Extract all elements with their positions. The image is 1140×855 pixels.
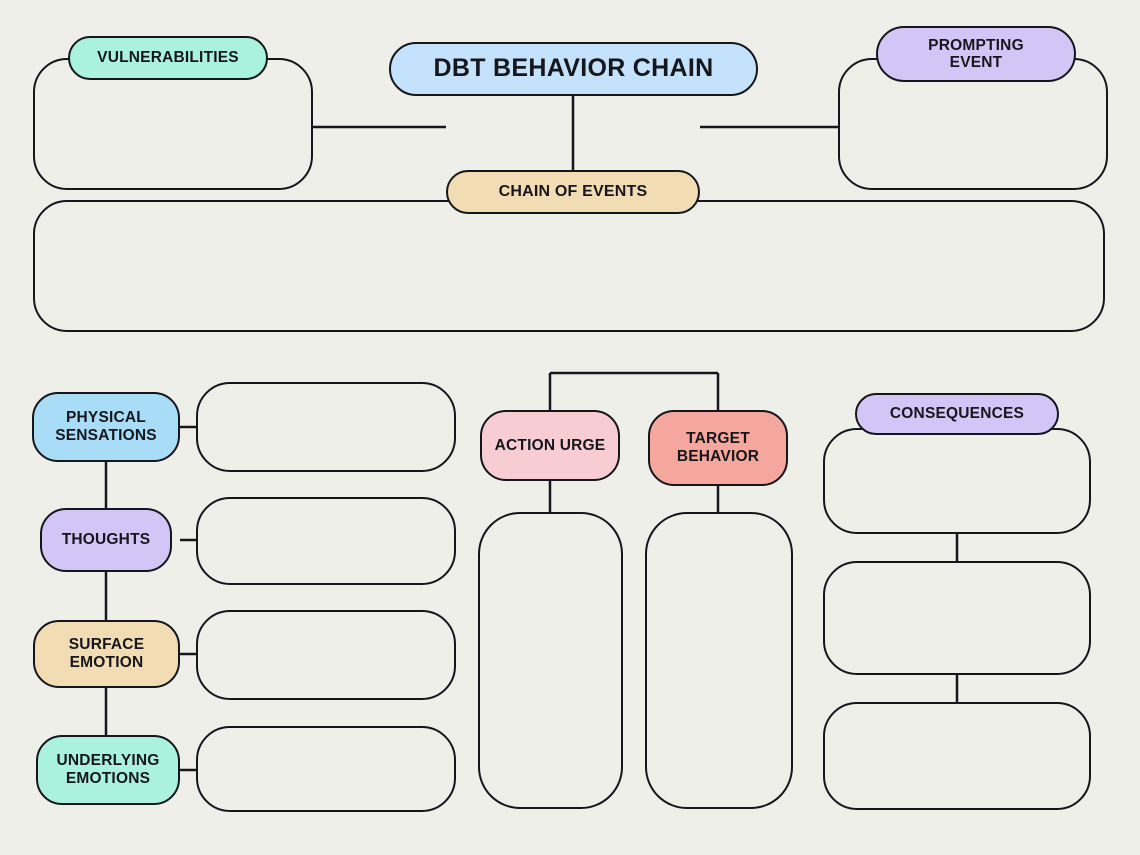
chip-physical-sensations-line2: SENSATIONS [55,427,157,444]
surface-emotion-content-box[interactable] [196,610,456,700]
page-title: DBT BEHAVIOR CHAIN [389,42,758,96]
underlying-emotions-content-box[interactable] [196,726,456,812]
consequences-content-box-3[interactable] [823,702,1091,810]
chip-target-behavior[interactable]: TARGET BEHAVIOR [648,410,788,486]
chain-of-events-box[interactable] [33,200,1105,332]
chip-physical-sensations[interactable]: PHYSICAL SENSATIONS [32,392,180,462]
prompting-event-label-line2: EVENT [949,54,1003,71]
thoughts-content-box[interactable] [196,497,456,585]
chip-surface-emotion-line2: EMOTION [69,654,144,671]
page-title-text: DBT BEHAVIOR CHAIN [433,54,714,83]
prompting-event-label: PROMPTING EVENT [876,26,1076,82]
chip-underlying-emotions-line1: UNDERLYING [56,752,160,770]
chip-target-behavior-line1: TARGET [686,430,750,448]
prompting-event-label-line1: PROMPTING [928,36,1024,54]
chip-thoughts-line1: THOUGHTS [61,531,151,549]
chip-underlying-emotions-line2: EMOTIONS [65,770,151,787]
chip-physical-sensations-line1: PHYSICAL [66,409,146,427]
target-behavior-content-box[interactable] [645,512,793,809]
chip-action-urge-line1: ACTION URGE [494,436,606,454]
vulnerabilities-label-text: VULNERABILITIES [97,49,239,67]
chip-underlying-emotions[interactable]: UNDERLYING EMOTIONS [36,735,180,805]
chain-of-events-label-text: CHAIN OF EVENTS [498,183,648,201]
chip-thoughts[interactable]: THOUGHTS [40,508,172,572]
chip-action-urge[interactable]: ACTION URGE [480,410,620,481]
action-urge-content-box[interactable] [478,512,623,809]
consequences-label: CONSEQUENCES [855,393,1059,435]
vulnerabilities-label: VULNERABILITIES [68,36,268,80]
chip-surface-emotion[interactable]: SURFACE EMOTION [33,620,180,688]
consequences-content-box-1[interactable] [823,428,1091,534]
chip-surface-emotion-line1: SURFACE [68,636,145,654]
consequences-label-text: CONSEQUENCES [889,405,1025,423]
chip-target-behavior-line2: BEHAVIOR [676,448,760,465]
consequences-content-box-2[interactable] [823,561,1091,675]
physical-sensations-content-box[interactable] [196,382,456,472]
chain-of-events-label: CHAIN OF EVENTS [446,170,700,214]
